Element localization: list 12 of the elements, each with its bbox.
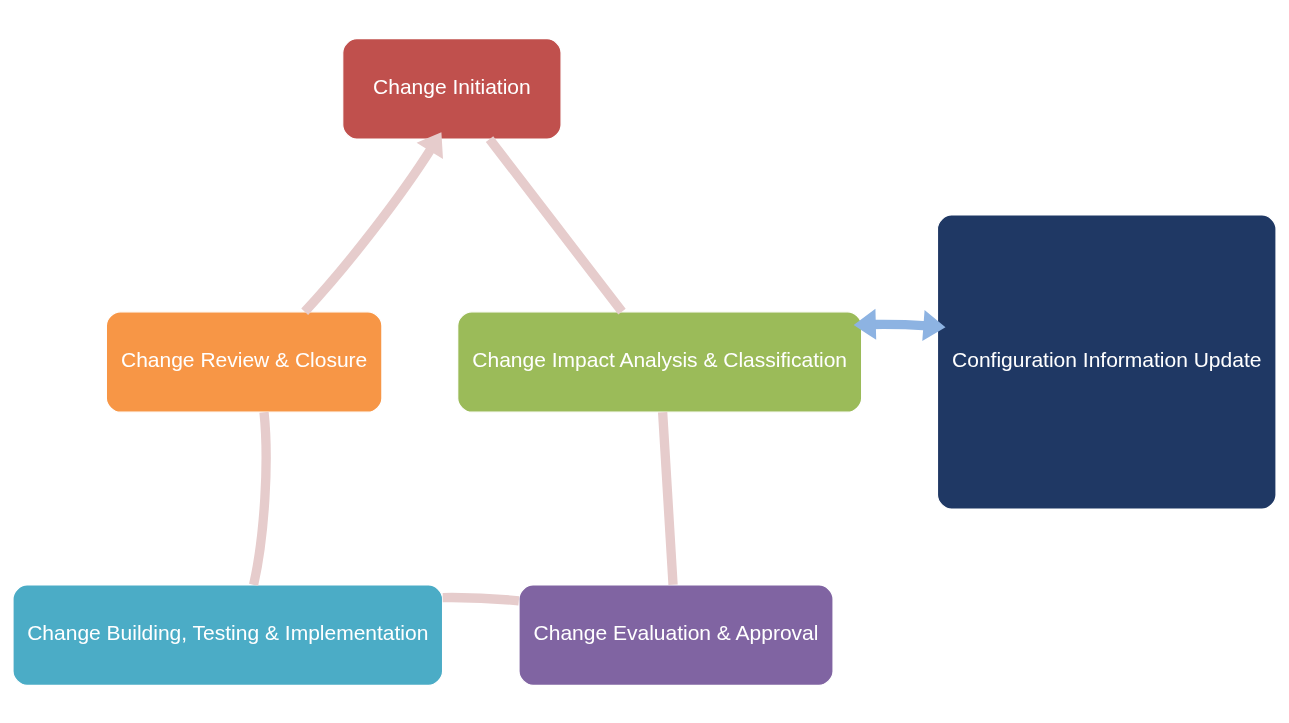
arrow: [301, 131, 443, 315]
arrow: [853, 308, 946, 341]
connector: [442, 592, 520, 605]
node-box: Configuration Information Update: [936, 213, 1277, 510]
node-box: Change Initiation: [342, 37, 562, 140]
node-box: Change Building, Testing & Implementation: [12, 583, 444, 686]
connector: [249, 411, 271, 586]
connector: [485, 135, 626, 315]
node-box: Change Review & Closure: [105, 310, 383, 413]
connector: [657, 411, 678, 585]
node-box: Change Impact Analysis & Classification: [457, 310, 863, 413]
node-box: Change Evaluation & Approval: [518, 583, 834, 686]
